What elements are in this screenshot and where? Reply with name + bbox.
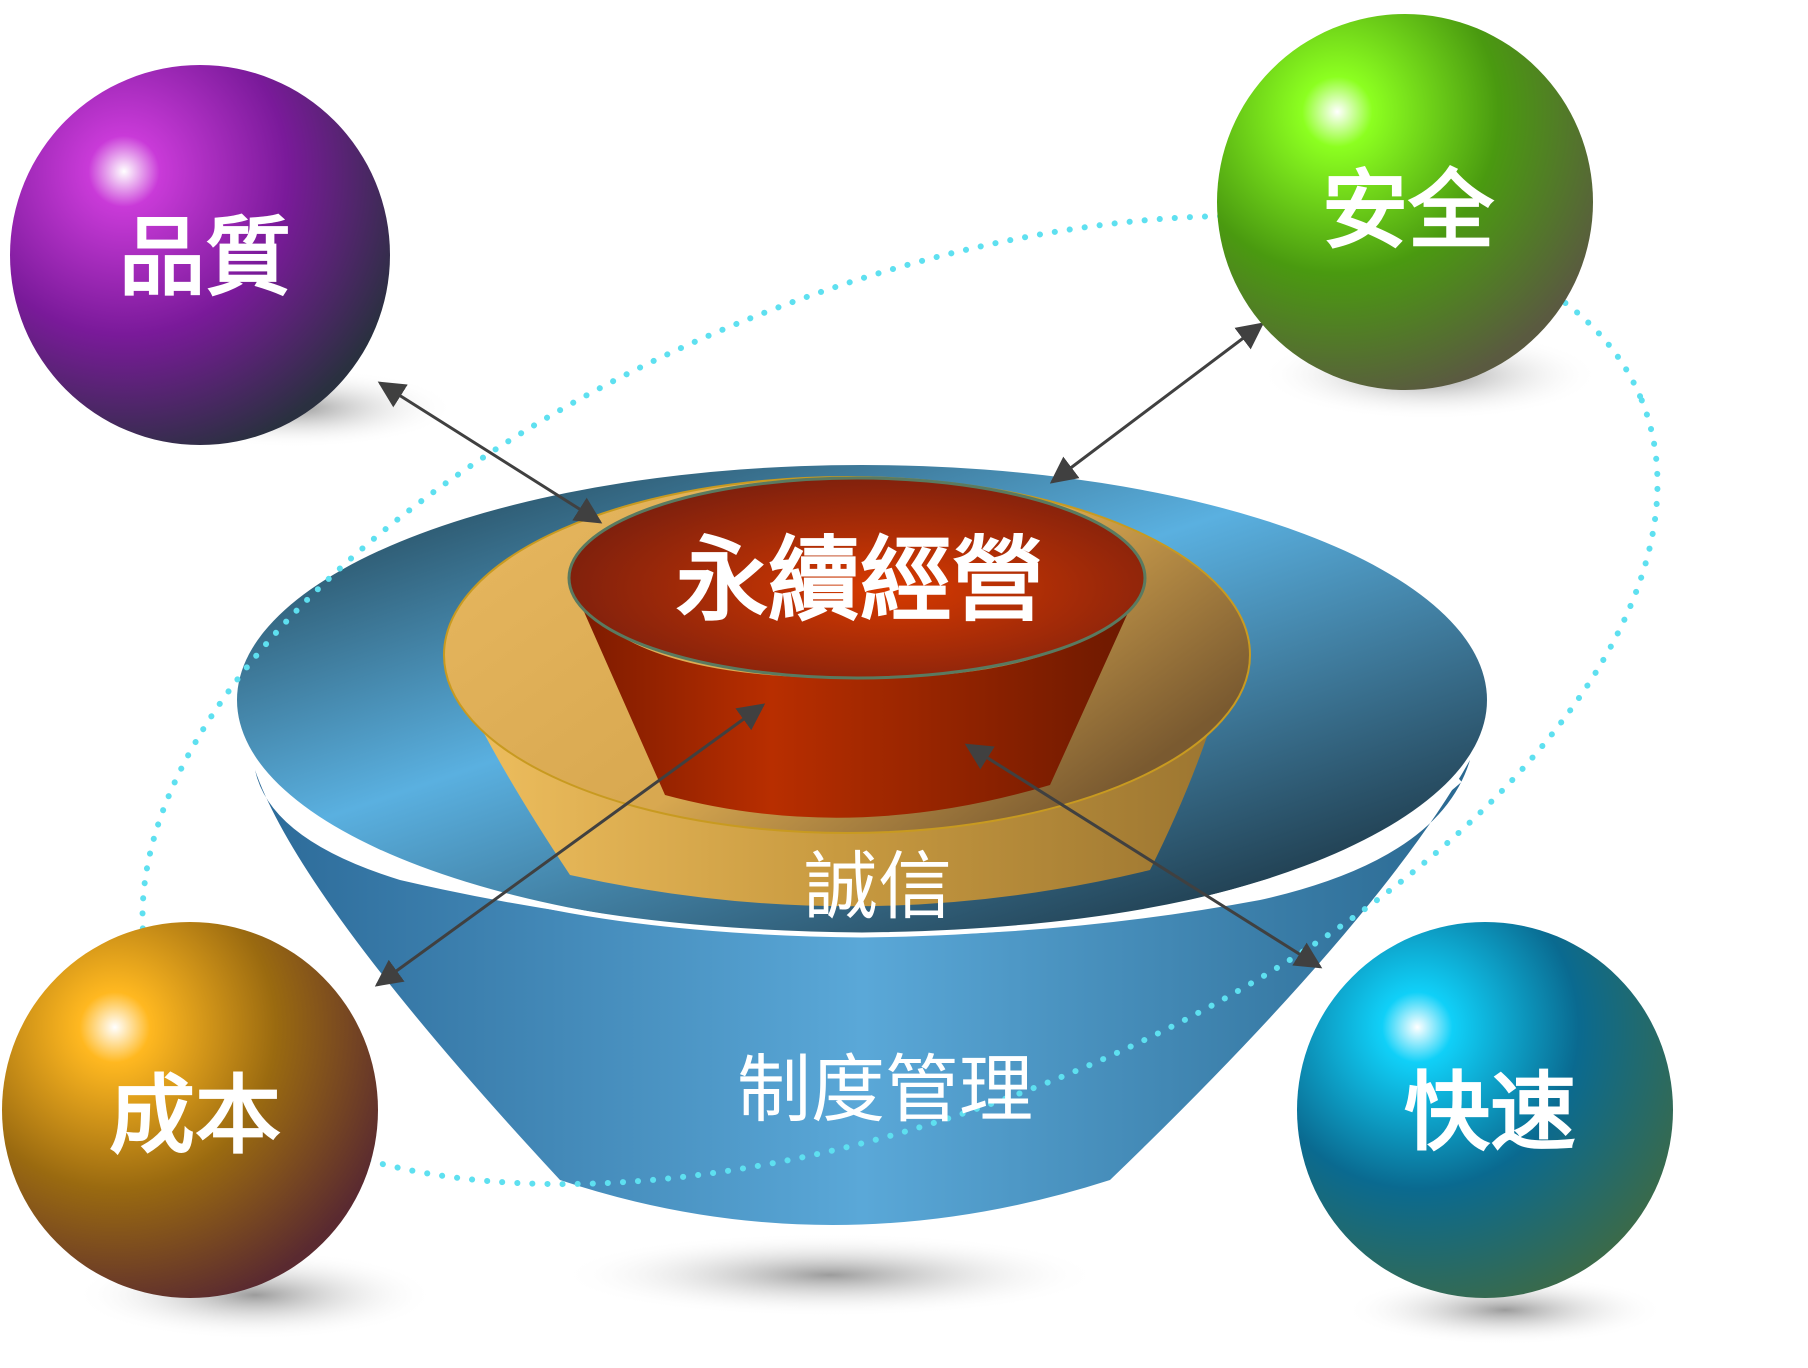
arrow-quality-core bbox=[377, 381, 603, 524]
quality-sphere: 品質 bbox=[10, 65, 390, 445]
quality-sphere-label: 品質 bbox=[119, 208, 291, 308]
core-label: 永續經營 bbox=[676, 527, 1044, 634]
middle-label: 誠信 bbox=[804, 844, 952, 930]
safety-sphere-ball bbox=[1217, 14, 1593, 390]
base-label: 制度管理 bbox=[737, 1047, 1033, 1133]
arrow-cost-core bbox=[374, 703, 766, 987]
base-cone-side bbox=[255, 760, 1470, 1225]
cost-sphere-label: 成本 bbox=[109, 1066, 281, 1166]
core-cup-top bbox=[567, 476, 1147, 680]
safety-sphere: 安全 bbox=[1217, 14, 1593, 390]
speed-sphere-label: 快速 bbox=[1404, 1063, 1576, 1163]
arrow-speed-core bbox=[964, 743, 1323, 969]
quality-sphere-ball bbox=[10, 65, 390, 445]
cost-sphere-ball bbox=[2, 922, 378, 1298]
speed-sphere: 快速 bbox=[1297, 922, 1673, 1298]
safety-sphere-label: 安全 bbox=[1322, 161, 1495, 261]
speed-sphere-ball bbox=[1297, 922, 1673, 1298]
base-shadow bbox=[560, 1233, 1100, 1317]
cost-sphere: 成本 bbox=[2, 922, 378, 1298]
speed-sphere-shadow bbox=[1345, 1275, 1665, 1345]
arrow-safety-core bbox=[1049, 322, 1265, 484]
